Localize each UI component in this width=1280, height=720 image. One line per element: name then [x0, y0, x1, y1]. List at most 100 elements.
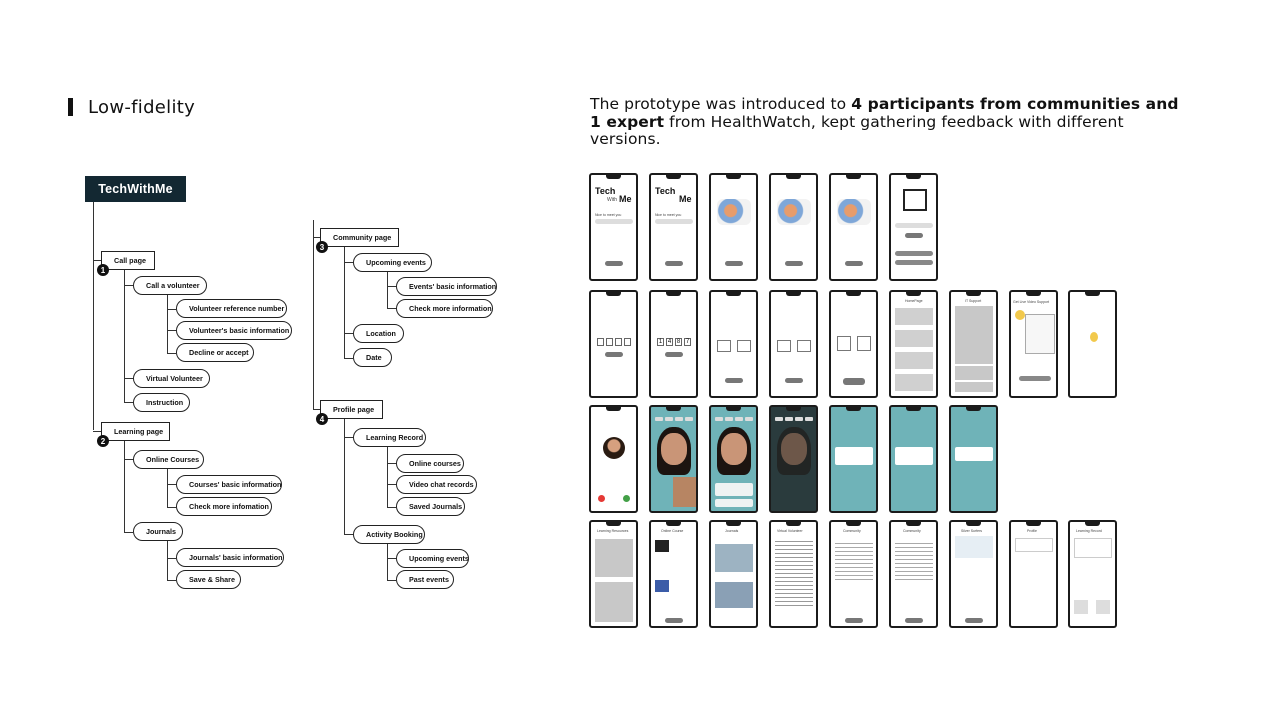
call-controls	[655, 417, 693, 421]
connector-line	[313, 220, 314, 410]
silver-surfers-title: Silver Surfers	[961, 529, 983, 533]
virtual-volunteer-title: Virtual Volunteer	[777, 529, 803, 533]
volunteer-pip	[673, 477, 696, 507]
screen-nice-text: Nice to meet you	[655, 213, 682, 217]
screen-rating-1	[829, 405, 878, 513]
online-course-tile	[595, 539, 633, 577]
node-call-volunteer: Call a volunteer	[133, 276, 207, 295]
learning-record-title: Learning Record	[1076, 529, 1102, 533]
section-community-page: Community page	[320, 228, 399, 247]
connector-line	[387, 463, 396, 464]
connector-line	[387, 558, 396, 559]
virtual-volunteer-panel	[955, 366, 993, 380]
connector-line	[387, 580, 396, 581]
connector-line	[124, 269, 125, 403]
screen-onboarding-1	[709, 173, 758, 281]
connector-line	[167, 330, 176, 331]
screen-silver-surfers: Silver Surfers	[949, 520, 998, 628]
confirm-button	[905, 233, 923, 238]
node-decline-accept: Decline or accept	[176, 343, 254, 362]
start-button	[605, 261, 623, 266]
connector-line	[124, 459, 133, 460]
screen-logo-me: Me	[619, 194, 632, 204]
screen-video-call-2	[709, 405, 758, 513]
sitemap-root: TechWithMe	[85, 176, 186, 202]
screen-journals: Journals	[709, 520, 758, 628]
next-button	[725, 261, 743, 266]
event-list	[835, 540, 873, 580]
connector-line	[167, 469, 168, 507]
node-learning-record: Learning Record	[353, 428, 426, 447]
section-call-page: Call page	[101, 251, 155, 270]
screen-learning-record: Learning Record	[1068, 520, 1117, 628]
node-saved-journals: Saved Journals	[396, 497, 465, 516]
node-virtual-volunteer: Virtual Volunteer	[133, 369, 210, 388]
next-button	[845, 261, 863, 266]
screen-video-call-1	[649, 405, 698, 513]
onboarding-illustration	[777, 199, 811, 225]
onboarding-illustration	[837, 199, 871, 225]
caller-face	[781, 433, 807, 465]
screen-virtual-volunteer: Virtual Volunteer	[769, 520, 818, 628]
rating-card	[895, 447, 933, 465]
screen-rating-3	[949, 405, 998, 513]
it-support-title: IT Support	[965, 299, 982, 303]
heading-accent-bar	[68, 98, 73, 116]
screen-logo-tech: Tech	[655, 186, 676, 196]
login-button	[665, 352, 683, 357]
code-digit: 1	[657, 338, 664, 346]
connector-line	[167, 507, 176, 508]
connector-line	[124, 402, 133, 403]
journal-thumb	[1074, 600, 1088, 614]
cancel-card	[715, 499, 753, 507]
screen-code-filled: 1 4 8 7	[649, 290, 698, 398]
screen-learning-resources: Learning Resources	[589, 520, 638, 628]
code-digit: 7	[684, 338, 691, 346]
profile-card	[1015, 538, 1053, 552]
connector-line	[344, 534, 353, 535]
screen-community-2: Community	[889, 520, 938, 628]
okay-button	[1019, 376, 1051, 381]
connector-line	[124, 441, 125, 532]
screen-video-call-dark	[769, 405, 818, 513]
start-button	[725, 378, 743, 383]
logo-box	[903, 189, 927, 211]
node-courses-basic: Courses' basic information	[176, 475, 282, 494]
connector-line	[344, 262, 353, 263]
caller-face	[661, 433, 687, 465]
section-heading: Low-fidelity	[68, 96, 196, 118]
heading-title: Low-fidelity	[88, 96, 196, 118]
connector-line	[167, 309, 176, 310]
screen-onboarding-2	[769, 173, 818, 281]
more-button	[665, 618, 683, 623]
node-check-more-information: Check more information	[396, 299, 493, 318]
node-events-basic: Events' basic information	[396, 277, 497, 296]
connector-line	[344, 418, 345, 534]
node-date: Date	[353, 348, 392, 367]
connector-line	[313, 409, 320, 410]
screen-code-empty	[589, 290, 638, 398]
node-volunteer-ref: Volunteer reference number	[176, 299, 287, 318]
code-digit: 8	[675, 338, 682, 346]
connector-line	[93, 431, 101, 432]
map-preview	[955, 536, 993, 558]
intro-text-1: The prototype was introduced to	[590, 95, 852, 113]
start-button	[843, 378, 865, 385]
speech-bubble	[1025, 314, 1055, 354]
start-button	[785, 378, 803, 383]
connector-line	[387, 543, 388, 580]
call-controls	[775, 417, 813, 421]
community-title: Community	[843, 529, 861, 533]
intro-text-2: from HealthWatch, kept gathering feedbac…	[590, 112, 1124, 148]
connector-line	[387, 484, 396, 485]
screen-it-support: IT Support	[949, 290, 998, 398]
screen-logo-tech: Tech	[595, 186, 616, 196]
code-digit: 4	[666, 338, 673, 346]
node-location: Location	[353, 324, 404, 343]
intro-bold: 4 participants from communities and 1 ex…	[590, 95, 1179, 131]
bulb-icon	[1015, 310, 1025, 320]
profile-title: Profile	[1027, 529, 1037, 533]
section-profile-page: Profile page	[320, 400, 383, 419]
journals-tile	[595, 582, 633, 622]
journal-image	[715, 582, 753, 608]
